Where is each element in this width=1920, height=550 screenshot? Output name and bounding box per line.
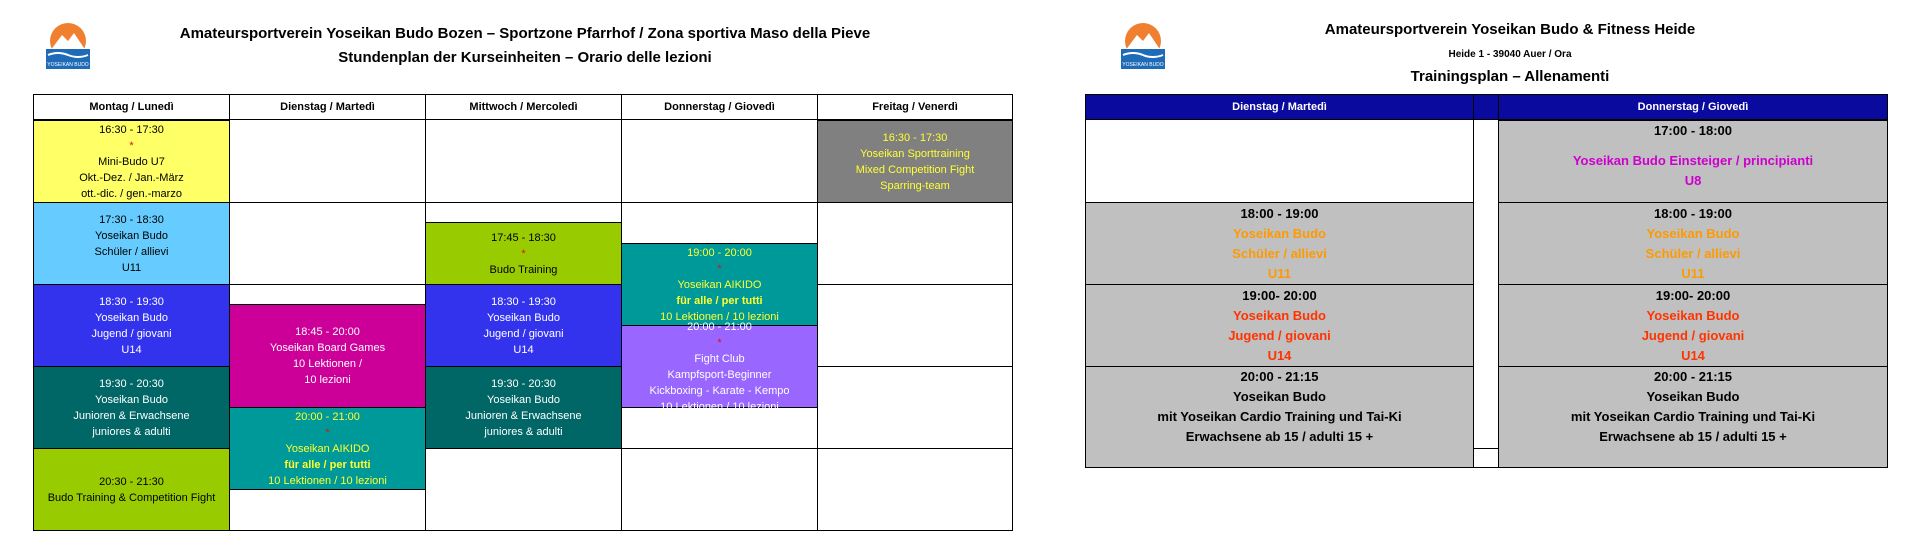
class-block-adults[interactable]: 19:30 - 20:30 Yoseikan Budo Junioren & E… (425, 366, 622, 449)
yoseikan-logo: YOSEIKAN BUDO (42, 19, 94, 71)
day-header-monday: Montag / Lunedì (33, 94, 230, 120)
class-block-u11[interactable]: 17:30 - 18:30 Yoseikan Budo Schüler / al… (33, 202, 230, 285)
class-block-budo-training[interactable]: 17:45 - 18:30 * Budo Training (425, 222, 622, 285)
class-block-competition[interactable]: 20:30 - 21:30 Budo Training & Competitio… (33, 448, 230, 531)
right-address: Heide 1 - 39040 Auer / Ora (1448, 49, 1572, 60)
class-block-u14[interactable]: 19:00- 20:00 Yoseikan Budo Jugend / giov… (1498, 284, 1888, 367)
class-block-mini-budo[interactable]: 16:30 - 17:30 * Mini-Budo U7 Okt.-Dez. /… (33, 120, 230, 203)
class-block-adults[interactable]: 20:00 - 21:15 Yoseikan Budo mit Yoseikan… (1498, 366, 1888, 468)
day-header-tuesday: Dienstag / Martedì (1085, 94, 1474, 120)
class-block-u11[interactable]: 18:00 - 19:00 Yoseikan Budo Schüler / al… (1085, 202, 1474, 285)
class-block-board-games[interactable]: 18:45 - 20:00 Yoseikan Board Games 10 Le… (229, 304, 426, 408)
spacer-header (1473, 94, 1499, 120)
row-line (817, 284, 1013, 285)
row-line (817, 366, 1013, 367)
right-title-line1: Amateursportverein Yoseikan Budo & Fitne… (1324, 21, 1696, 38)
class-block-beginners[interactable]: 17:00 - 18:00 Yoseikan Budo Einsteiger /… (1498, 120, 1888, 203)
row-line (621, 448, 817, 449)
class-block-u14[interactable]: 18:30 - 19:30 Yoseikan Budo Jugend / gio… (425, 284, 622, 367)
row-line (1473, 448, 1499, 449)
row-line (229, 284, 425, 285)
class-block-aikido[interactable]: 19:00 - 20:00 * Yoseikan AIKIDO für alle… (621, 243, 818, 326)
yoseikan-logo: YOSEIKAN BUDO (1117, 19, 1169, 71)
row-line (425, 202, 621, 203)
svg-text:YOSEIKAN BUDO: YOSEIKAN BUDO (1122, 62, 1164, 68)
right-title-line3: Trainingsplan – Allenamenti (1410, 68, 1610, 85)
day-header-wednesday: Mittwoch / Mercoledì (425, 94, 622, 120)
class-block-aikido[interactable]: 20:00 - 21:00 * Yoseikan AIKIDO für alle… (229, 407, 426, 490)
class-block-fight-club[interactable]: 20:00 - 21:00 * Fight Club Kampfsport-Be… (621, 321, 818, 413)
class-block-u14[interactable]: 18:30 - 19:30 Yoseikan Budo Jugend / gio… (33, 284, 230, 367)
class-block-sporttraining[interactable]: 16:30 - 17:30 Yoseikan Sporttraining Mix… (817, 120, 1013, 203)
class-block-adults[interactable]: 20:00 - 21:15 Yoseikan Budo mit Yoseikan… (1085, 366, 1474, 468)
row-line (621, 202, 817, 203)
class-block-adults[interactable]: 19:30 - 20:30 Yoseikan Budo Junioren & E… (33, 366, 230, 449)
left-title-line2: Stundenplan der Kurseinheiten – Orario d… (338, 49, 712, 66)
row-line (817, 448, 1013, 449)
row-line (229, 202, 425, 203)
day-header-thursday: Donnerstag / Giovedì (1498, 94, 1888, 120)
class-block-u11[interactable]: 18:00 - 19:00 Yoseikan Budo Schüler / al… (1498, 202, 1888, 285)
class-block-u14[interactable]: 19:00- 20:00 Yoseikan Budo Jugend / giov… (1085, 284, 1474, 367)
svg-text:YOSEIKAN BUDO: YOSEIKAN BUDO (47, 62, 89, 68)
left-title-line1: Amateursportverein Yoseikan Budo Bozen –… (179, 25, 871, 42)
